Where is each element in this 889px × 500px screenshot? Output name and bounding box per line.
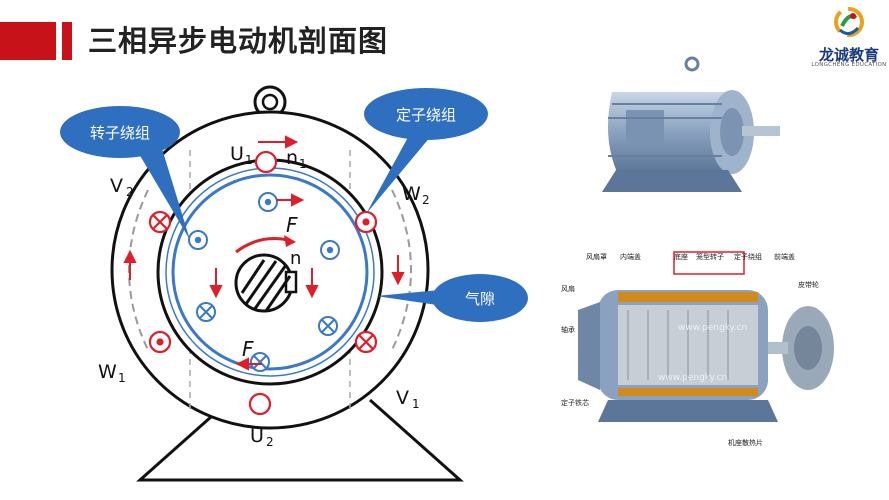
svg-text:转子绕组: 转子绕组 xyxy=(90,124,150,142)
stator-windings xyxy=(148,150,378,416)
cutaway-label-pulley: 皮带轮 xyxy=(798,281,819,289)
cutaway-label-bearing: 轴承 xyxy=(561,326,575,334)
callout-stator-winding: 定子绕组 xyxy=(364,88,488,214)
label-f-bottom: F xyxy=(242,337,254,361)
label-w2-sub: 2 xyxy=(422,193,430,207)
motor-cross-section-diagram: U 1 n 1 U 2 V 2 W 2 W 1 V 1 n F F 转子绕组 定… xyxy=(60,85,528,482)
logo-name: 龙诚教育 xyxy=(818,46,879,64)
svg-text:定子绕组: 定子绕组 xyxy=(396,106,456,124)
label-v1-sub: 1 xyxy=(412,397,420,411)
label-u2: U xyxy=(250,425,264,447)
title-accent-bar xyxy=(0,22,78,60)
logo-subtitle: LONGCHENG EDUCATION xyxy=(811,62,887,68)
label-w2: W xyxy=(402,183,421,205)
cutaway-label-inner-cap: 内端盖 xyxy=(620,253,641,261)
label-v2: V xyxy=(110,175,123,197)
label-u1: U xyxy=(230,143,244,165)
rotor-rotation-arrow xyxy=(235,237,289,254)
callout-rotor-winding: 转子绕组 xyxy=(60,106,190,240)
field-direction-arrows xyxy=(123,135,405,371)
motor-exterior-illustration xyxy=(602,56,780,192)
rotor-windings xyxy=(188,192,340,372)
page-title: 三相异步电动机剖面图 xyxy=(88,24,389,58)
label-n: n xyxy=(290,248,301,269)
cutaway-label-base: 底座 xyxy=(674,253,688,261)
lifting-eye-inner xyxy=(261,93,279,111)
label-n1-sub: 1 xyxy=(299,157,307,171)
title-accent-block xyxy=(0,22,56,60)
label-v1: V xyxy=(396,387,409,409)
label-w1: W xyxy=(98,361,117,383)
label-n1: n xyxy=(286,147,298,169)
label-w1-sub: 1 xyxy=(118,371,126,385)
motor-base-stand xyxy=(136,398,464,482)
cutaway-label-front-cap: 前端盖 xyxy=(774,253,795,261)
cutaway-label-cage-rotor: 笼型转子 xyxy=(696,253,724,261)
label-u2-sub: 2 xyxy=(266,435,274,449)
winding-u2 xyxy=(248,392,272,416)
cutaway-label-fan-cover: 风扇罩 xyxy=(586,253,607,261)
label-v2-sub: 2 xyxy=(126,185,134,199)
rotor-shaft xyxy=(234,253,298,313)
cutaway-watermark-top: www.pengky.cn xyxy=(678,323,747,333)
label-f-top: F xyxy=(286,213,298,237)
logo: 龙诚教育 LONGCHENG EDUCATION xyxy=(810,4,888,70)
motor-cutaway-illustration: www.pengky.cn www.pengky.cn xyxy=(578,251,834,422)
cutaway-label-stator-winding: 定子绕组 xyxy=(734,253,762,261)
cutaway-label-heat-fins: 机座散热片 xyxy=(728,439,763,447)
cutaway-label-fan: 风扇 xyxy=(561,285,575,293)
title-accent-stripe xyxy=(62,22,72,60)
svg-text:气隙: 气隙 xyxy=(465,290,495,308)
callout-air-gap: 气隙 xyxy=(376,274,528,322)
logo-mark-icon xyxy=(834,7,864,37)
winding-u1 xyxy=(254,150,278,174)
label-u1-sub: 1 xyxy=(245,153,253,167)
cutaway-watermark-bottom: www.pengky.cn xyxy=(658,373,727,383)
cutaway-label-stator-core: 定子铁芯 xyxy=(561,399,589,407)
